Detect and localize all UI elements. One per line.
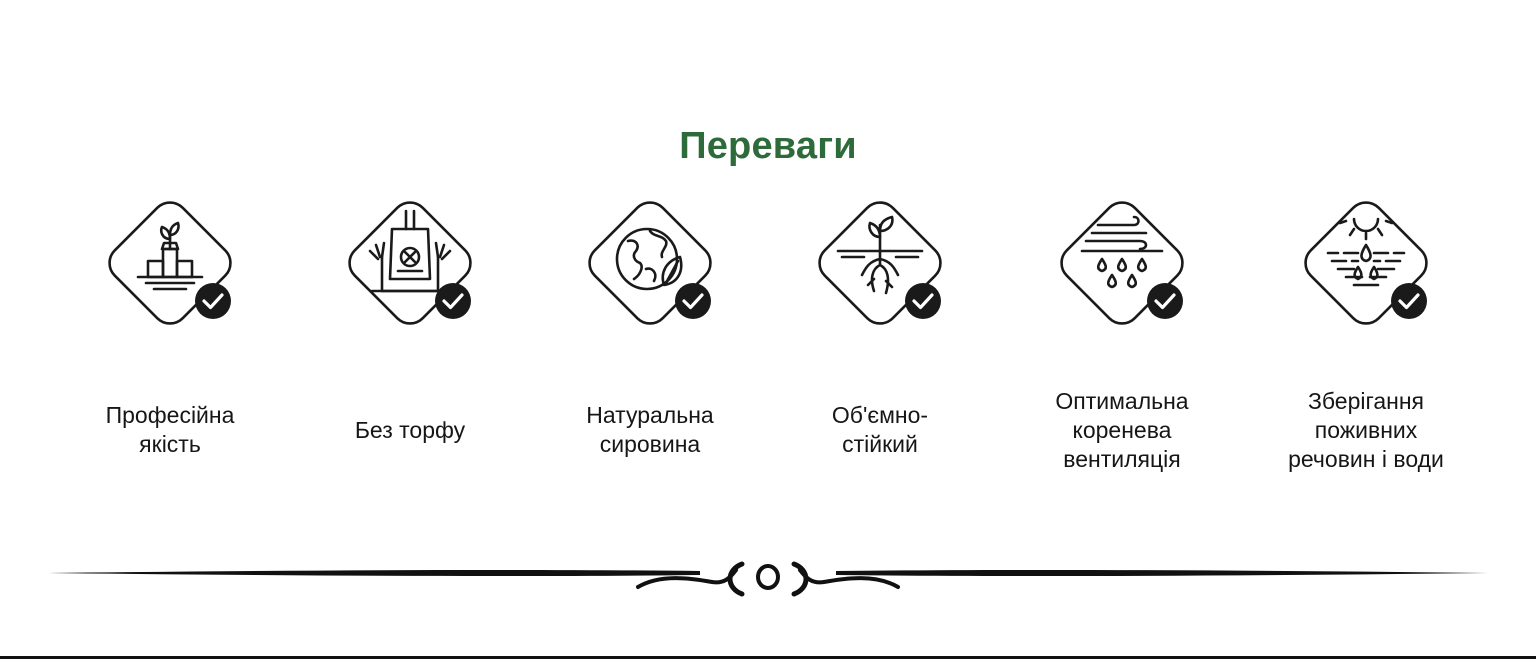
globe-leaf-icon [550,195,750,325]
section-title: Переваги [679,124,857,167]
feature-natural-raw-materials: Натуральна сировина [550,195,750,475]
feature-label: Об'ємно- стійкий [831,402,929,457]
feature-label: Професійна якість [105,402,235,457]
feature-label: Натуральна сировина [586,402,714,457]
check-badge-icon [1147,283,1183,319]
feature-label: Оптимальна коренева вентиляція [1055,387,1189,472]
feature-label: Зберігання поживних речовин і води [1288,387,1444,472]
check-badge-icon [435,283,471,319]
feature-label: Без торфу [354,416,466,443]
wind-water-drops-icon [1022,195,1222,325]
feature-nutrient-water-retention: Зберігання поживних речовин і води [1266,195,1466,475]
feature-professional-quality: Професійна якість [70,195,270,475]
feature-volume-stable: Об'ємно- стійкий [780,195,980,475]
plant-roots-icon [780,195,980,325]
peat-free-bag-icon [310,195,510,325]
check-badge-icon [675,283,711,319]
check-badge-icon [905,283,941,319]
check-badge-icon [1391,283,1427,319]
ornamental-divider [0,540,1536,620]
sun-water-drops-icon [1266,195,1466,325]
seedling-in-pot-icon [70,195,270,325]
check-badge-icon [195,283,231,319]
feature-peat-free: Без торфу [310,195,510,475]
bottom-border [0,656,1536,659]
feature-optimal-root-ventilation: Оптимальна коренева вентиляція [1022,195,1222,475]
